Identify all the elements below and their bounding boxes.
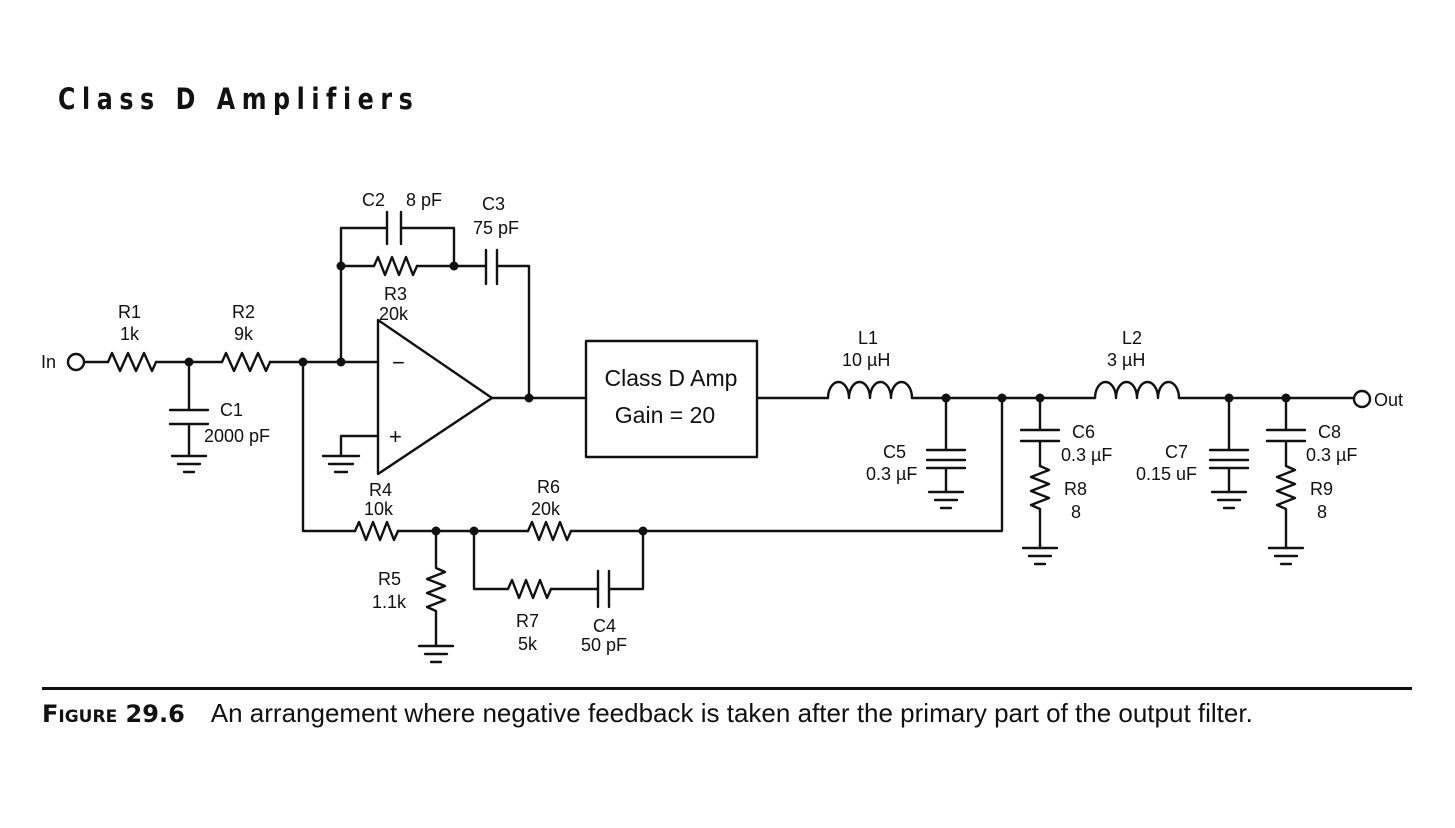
ground-opamp	[321, 454, 361, 474]
inductor-l1	[826, 380, 914, 400]
r1-value: 1k	[120, 324, 140, 344]
capacitor-c2	[385, 210, 403, 246]
wire-r6-tap	[569, 396, 1004, 533]
c1-value: 2000 pF	[204, 426, 270, 446]
caption-rule	[42, 687, 1412, 690]
r1-name: R1	[118, 302, 141, 322]
r7-value: 5k	[518, 634, 538, 654]
c4-value: 50 pF	[581, 635, 627, 655]
wire-r7-branch	[472, 529, 510, 591]
ground-r5	[417, 644, 455, 664]
r2-name: R2	[232, 302, 255, 322]
caption-text: An arrangement where negative feedback i…	[210, 698, 1253, 728]
capacitor-c7	[1208, 396, 1250, 494]
ground-c5	[927, 490, 965, 510]
figure-label: Figure 29.6	[42, 700, 185, 728]
capacitor-c3	[484, 248, 499, 286]
junction-opamp-out	[524, 393, 534, 403]
ground-c1	[170, 454, 208, 474]
c1-name: C1	[220, 400, 243, 420]
wire-feedback-left	[301, 360, 357, 533]
r8-value: 8	[1071, 502, 1081, 522]
resistor-r6	[526, 520, 573, 542]
ground-r9	[1267, 546, 1305, 566]
opamp-triangle	[376, 318, 494, 476]
r9-value: 8	[1317, 502, 1327, 522]
figure-number: 29.6	[125, 700, 185, 728]
resistor-r3	[372, 255, 419, 277]
r3-value: 20k	[379, 304, 409, 324]
opamp-plus: +	[389, 424, 402, 449]
resistor-r1	[106, 351, 158, 373]
r8-name: R8	[1064, 479, 1087, 499]
resistor-r5	[425, 529, 447, 648]
ground-r8	[1021, 546, 1059, 566]
r6-name: R6	[537, 477, 560, 497]
c2-name: C2	[362, 190, 385, 210]
wire-noninverting-ground	[339, 434, 380, 458]
l2-name: L2	[1122, 328, 1142, 348]
r7-name: R7	[516, 611, 539, 631]
running-head-title: Class D Amplifiers	[58, 82, 420, 116]
l1-value: 10 µH	[842, 350, 890, 370]
c6-name: C6	[1072, 422, 1095, 442]
l1-name: L1	[858, 328, 878, 348]
output-label: Out	[1374, 390, 1403, 410]
l2-value: 3 µH	[1107, 350, 1145, 370]
input-label: In	[41, 352, 56, 372]
output-terminal	[1352, 389, 1372, 409]
capacitor-c8	[1265, 396, 1307, 468]
r3-name: R3	[384, 284, 407, 304]
capacitor-c4	[596, 569, 611, 609]
inductor-l2	[1093, 380, 1181, 400]
c8-name: C8	[1318, 422, 1341, 442]
c5-value: 0.3 µF	[866, 464, 917, 484]
c8-value: 0.3 µF	[1306, 445, 1357, 465]
resistor-r7	[506, 578, 553, 600]
c5-name: C5	[883, 442, 906, 462]
figure-caption: Figure 29.6 An arrangement where negative…	[42, 696, 1382, 731]
r4-name: R4	[369, 480, 392, 500]
junction-r3-right	[449, 261, 459, 271]
c3-value: 75 pF	[473, 218, 519, 238]
class-d-amp-block	[584, 339, 759, 459]
r2-value: 9k	[234, 324, 254, 344]
capacitor-c1	[168, 360, 210, 458]
c7-name: C7	[1165, 442, 1188, 462]
figure-word: Figure	[42, 700, 118, 728]
junction-r3-left	[336, 261, 346, 271]
opamp-minus: −	[392, 350, 405, 375]
resistor-r8	[1029, 464, 1051, 550]
r6-value: 20k	[531, 499, 561, 519]
resistor-r9	[1275, 464, 1297, 550]
r5-value: 1.1k	[372, 592, 407, 612]
resistor-r2	[220, 351, 272, 373]
input-terminal	[66, 352, 86, 372]
wire-c2-loop	[339, 226, 456, 364]
capacitor-c5	[925, 396, 967, 494]
c7-value: 0.15 uF	[1136, 464, 1197, 484]
wire-c4-return	[607, 529, 645, 591]
c2-value: 8 pF	[406, 190, 442, 210]
c6-value: 0.3 µF	[1061, 445, 1112, 465]
r9-name: R9	[1310, 479, 1333, 499]
wire-c3-output	[495, 264, 531, 400]
r4-value: 10k	[364, 499, 394, 519]
capacitor-c6	[1019, 396, 1061, 468]
c4-name: C4	[593, 616, 616, 636]
amp-block-line1: Class D Amp	[605, 365, 738, 391]
resistor-r4	[353, 520, 400, 542]
r5-name: R5	[378, 569, 401, 589]
c3-name: C3	[482, 194, 505, 214]
ground-c7	[1210, 490, 1248, 510]
amp-block-line2: Gain = 20	[615, 402, 715, 428]
